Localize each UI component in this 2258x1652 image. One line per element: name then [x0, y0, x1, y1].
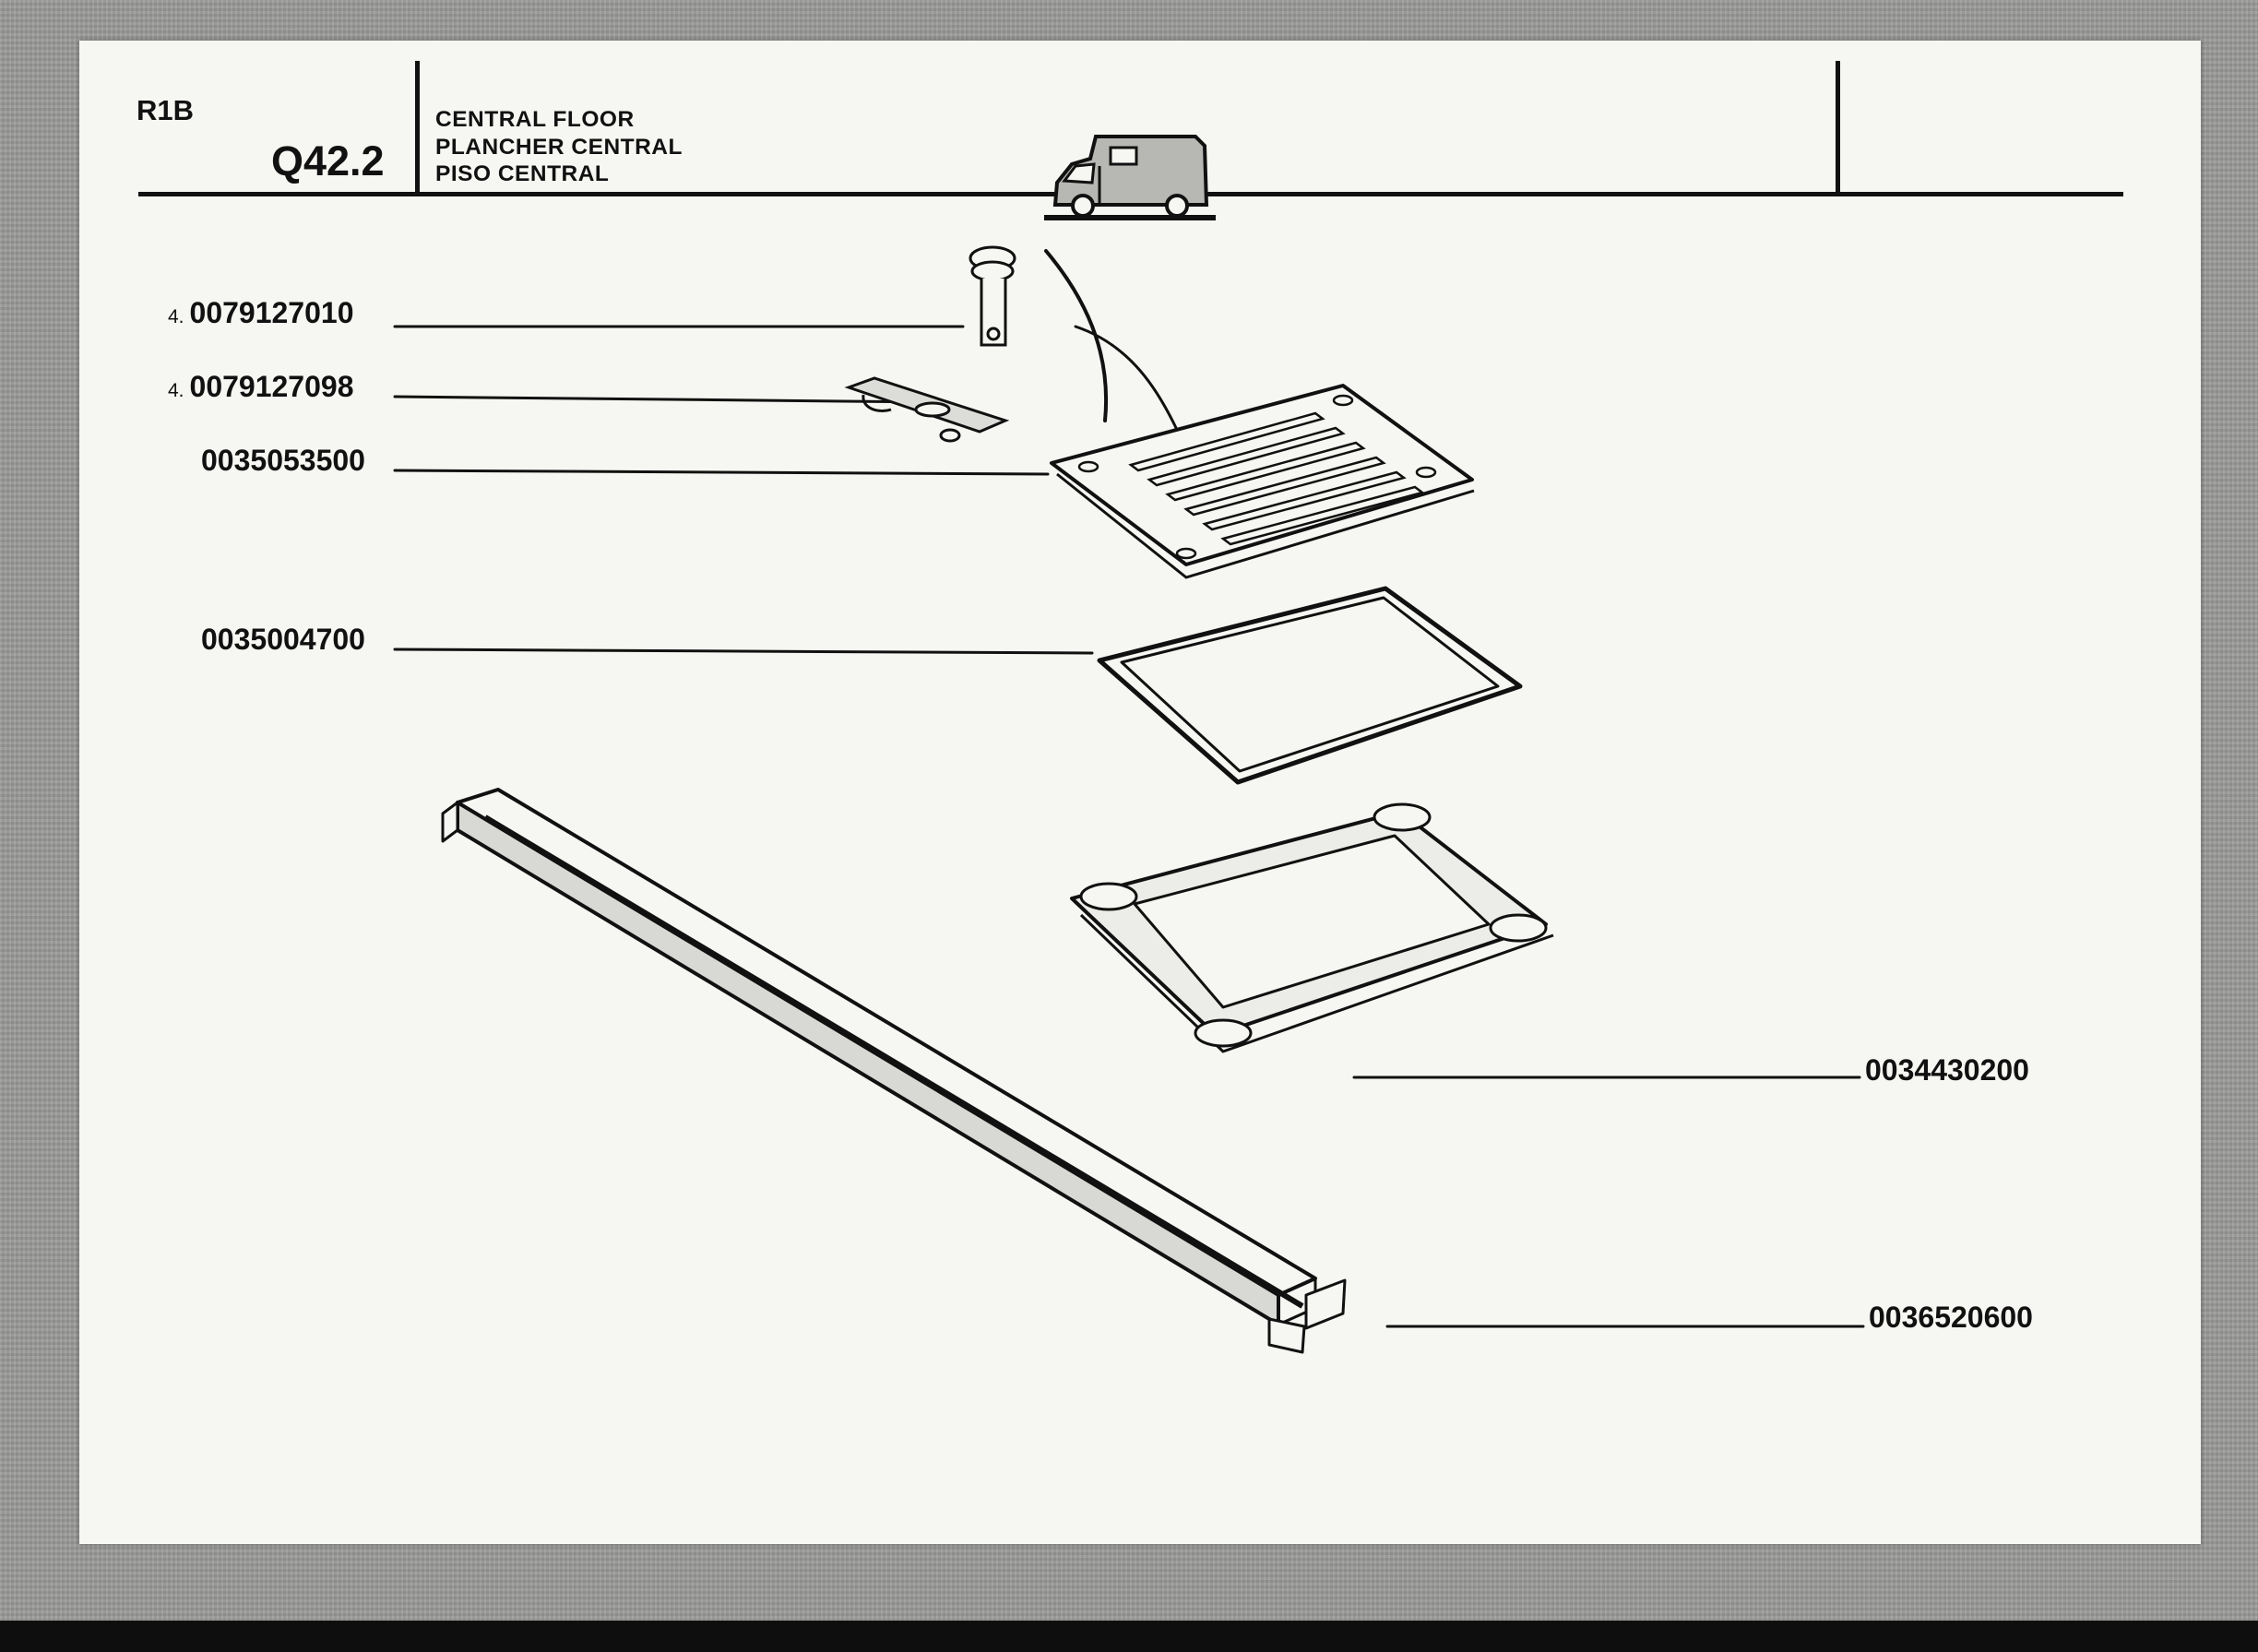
- part-label-0035053500: 0035053500: [201, 444, 365, 477]
- floor-rail-part: [441, 788, 1347, 1354]
- title-french: PLANCHER CENTRAL: [435, 134, 683, 160]
- leader-line-0079127098: [393, 395, 941, 404]
- exploded-parts-drawing: [393, 245, 1865, 1354]
- title-spanish: PISO CENTRAL: [435, 161, 610, 186]
- van-icon: [1044, 135, 1216, 220]
- clip-fastener-part: [969, 245, 1016, 347]
- gasket-seal-part: [1097, 586, 1523, 785]
- leader-line-0035053500: [393, 469, 1050, 476]
- section-code: Q42.2: [271, 137, 385, 184]
- part-label-0036520600: 0036520600: [1869, 1301, 2033, 1334]
- part-label-0079127098: 4.0079127098: [168, 370, 354, 403]
- title-english: CENTRAL FLOOR: [435, 107, 635, 132]
- central-floor-panel-part: [1050, 384, 1475, 579]
- header-divider-left: [415, 61, 420, 196]
- section-title: CENTRAL FLOOR PLANCHER CENTRAL PISO CENT…: [435, 106, 683, 188]
- scan-bottom-edge: [0, 1621, 2258, 1652]
- header-divider-right: [1836, 61, 1840, 196]
- model-code: R1B: [137, 94, 195, 126]
- part-label-0034430200: 0034430200: [1865, 1053, 2029, 1087]
- parts-catalog-sheet: R1B Q42.2 CENTRAL FLOOR PLANCHER CENTRAL…: [79, 41, 2201, 1544]
- part-label-0079127010: 4.0079127010: [168, 296, 354, 329]
- part-label-0035004700: 0035004700: [201, 623, 365, 656]
- floor-frame-part: [1070, 802, 1554, 1053]
- leader-line-0035004700: [393, 648, 1094, 655]
- fastener-plate-part: [844, 376, 1010, 443]
